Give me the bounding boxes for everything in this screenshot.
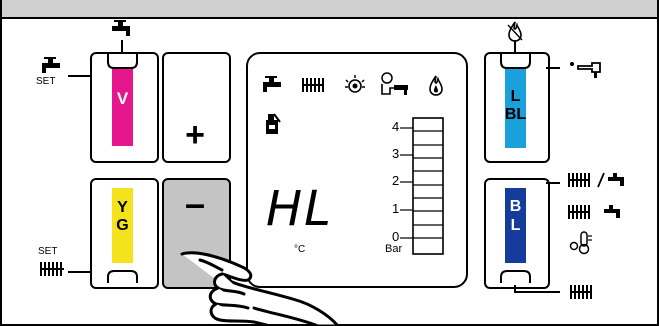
mode-button-notch (501, 271, 530, 283)
scale-label-3: 3 (392, 146, 399, 161)
lcd-flame-icon (430, 76, 442, 95)
lcd-service-icon (266, 114, 280, 134)
tap-icon (112, 20, 130, 36)
hot-water-button-notch (108, 54, 137, 68)
set-radiator-icon (40, 262, 64, 276)
flame-button-notch (501, 54, 530, 68)
lcd-tap-icon (263, 76, 281, 92)
set-tap-icon (42, 57, 60, 73)
hand-pointer-icon (182, 253, 338, 326)
radiator-tap-icon (568, 205, 620, 219)
thermometer-icon (571, 232, 593, 254)
scale-label-4: 4 (392, 119, 399, 134)
radiator-icon (570, 285, 592, 299)
lcd-main-readout: HL (266, 184, 333, 234)
scale-label-0: 0 (392, 229, 399, 244)
lcd-sun-burner-icon (345, 75, 365, 92)
radiator-slash-tap-icon (568, 173, 624, 187)
lcd-radiator-icon (302, 78, 324, 92)
minus-symbol: – (180, 186, 210, 222)
plus-symbol: + (180, 118, 210, 152)
lcd-hand-tap-icon (382, 73, 408, 95)
cyan-code-bl: BL (501, 104, 530, 125)
lcd-unit-bar: Bar (385, 243, 402, 255)
yellow-code-g: G (112, 215, 133, 236)
set-label-top: SET (36, 76, 55, 87)
blue-code-b: B (505, 196, 526, 217)
pressure-bar-graph (400, 118, 443, 254)
hand-tap-icon (570, 62, 600, 78)
blue-code-l: L (505, 215, 526, 236)
scale-label-2: 2 (392, 173, 399, 188)
lcd-unit-celsius: °C (294, 244, 305, 255)
set-label-bottom: SET (38, 246, 57, 257)
heating-button-notch (108, 271, 137, 283)
magenta-code-v: V (112, 88, 133, 109)
flame-outline-icon (508, 22, 522, 41)
scale-label-1: 1 (392, 201, 399, 216)
